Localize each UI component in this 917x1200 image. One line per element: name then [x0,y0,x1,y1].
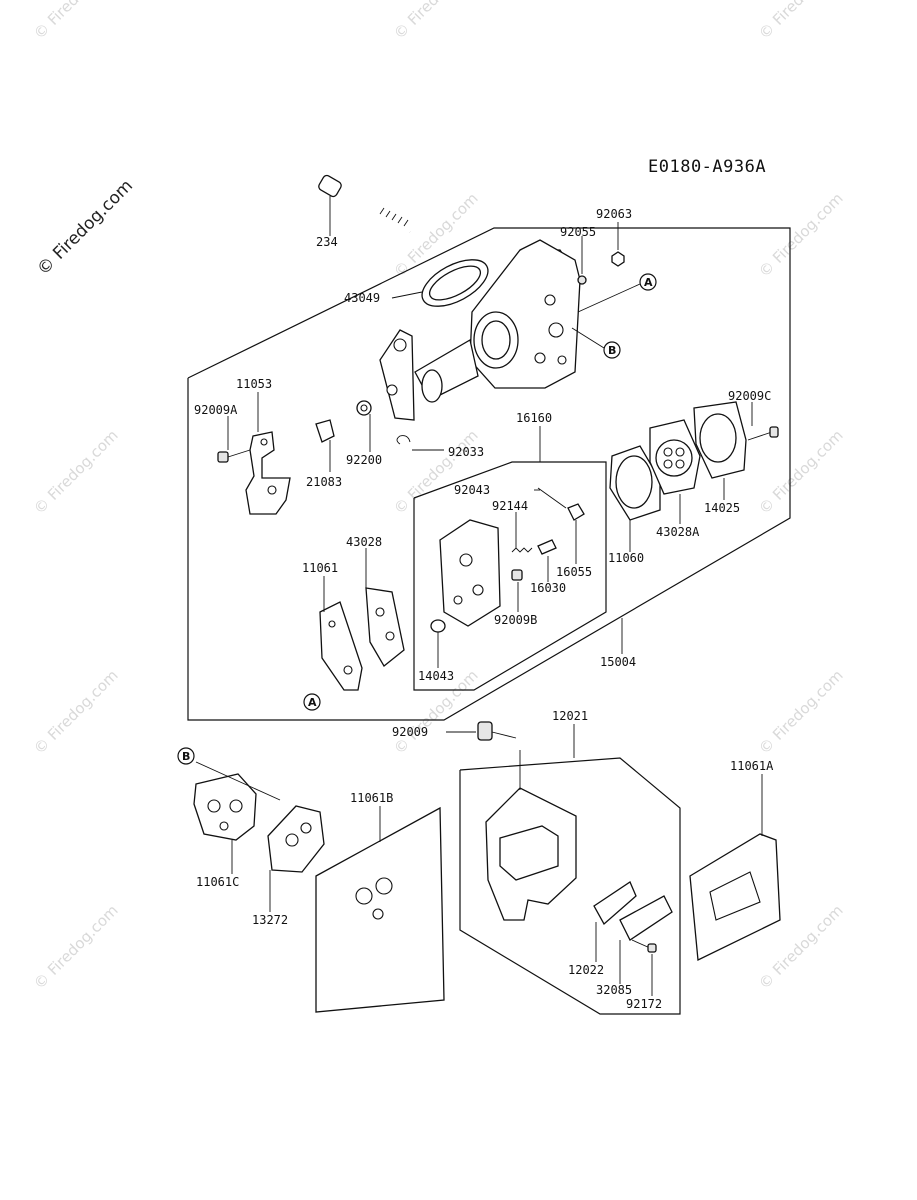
label-12021: 12021 [552,709,588,723]
part-21083[interactable] [315,419,335,443]
cover-14025[interactable] [693,401,747,479]
label-92043: 92043 [454,483,490,497]
label-11061b: 11061B [350,791,393,805]
bolt-234[interactable] [317,174,411,234]
label-16055: 16055 [556,565,592,579]
clip-92033[interactable] [396,435,411,445]
label-32085: 32085 [596,983,632,997]
gasket-11061b[interactable] [315,806,445,1013]
screw-92009c[interactable] [747,426,779,441]
lever-11053[interactable] [245,431,291,515]
heat-insulator-frame [459,757,681,1015]
label-14043: 14043 [418,669,454,683]
plug-92063[interactable] [611,251,625,267]
plate-13272[interactable] [267,805,325,873]
pump-cover-frame [413,461,607,691]
label-92172: 92172 [626,997,662,1011]
gasket-43049[interactable] [415,250,495,316]
screw-92055[interactable] [577,275,587,285]
label-11053: 11053 [236,377,272,391]
plug-14043[interactable] [430,619,446,633]
label-43028a: 43028A [656,525,700,539]
diaphragm-43028a[interactable] [649,419,701,495]
diagram-code: E0180-A936A [648,157,766,177]
svg-text:A: A [644,276,653,289]
label-92063: 92063 [596,207,632,221]
spring-92144[interactable] [511,547,533,553]
part-labels: 234 92063 92055 43049 11053 92009A 92200… [194,207,774,1011]
callout-b-top: B [603,341,621,359]
label-13272: 13272 [252,913,288,927]
carburetor-frame [187,227,791,721]
svg-text:B: B [608,344,616,357]
label-92200: 92200 [346,453,382,467]
screw-92172[interactable] [631,939,657,953]
label-16160: 16160 [516,411,552,425]
label-43049: 43049 [344,291,380,305]
label-92009a: 92009A [194,403,238,417]
svg-text:A: A [308,696,317,709]
label-92009b: 92009B [494,613,537,627]
diaphragm-43028[interactable] [365,587,405,667]
reed-12022[interactable] [593,881,637,926]
gasket-11061a[interactable] [689,833,781,961]
label-92033: 92033 [448,445,484,459]
label-92144: 92144 [492,499,528,513]
label-12022: 12022 [568,963,604,977]
gasket-11061c[interactable] [193,773,257,841]
stopper-32085[interactable] [619,895,673,941]
label-11061a: 11061A [730,759,774,773]
callout-a-bottom: A [303,693,321,711]
label-14025: 14025 [704,501,740,515]
carburetor-body[interactable] [379,239,581,421]
label-15004: 15004 [600,655,636,669]
label-92055: 92055 [560,225,596,239]
callout-b-bottom: B [177,747,195,765]
leader-lines [195,196,763,996]
washer-92200[interactable] [356,400,372,416]
screw-92009b[interactable] [511,569,523,581]
label-21083: 21083 [306,475,342,489]
heat-insulator-12021[interactable] [485,787,577,921]
svg-text:B: B [182,750,190,763]
label-11061: 11061 [302,561,338,575]
needle-92043[interactable] [537,487,567,509]
gasket-11060[interactable] [609,445,661,521]
label-92009c: 92009C [728,389,771,403]
label-234: 234 [316,235,338,249]
label-43028: 43028 [346,535,382,549]
lever-16055[interactable] [567,503,585,521]
label-92009: 92009 [392,725,428,739]
gasket-11061[interactable] [319,601,363,691]
pump-cover-16160[interactable] [439,519,501,627]
screw-92009a[interactable] [217,449,251,463]
needle-16030[interactable] [537,539,557,555]
label-11061c: 11061C [196,875,239,889]
label-11060: 11060 [608,551,644,565]
screw-92009[interactable] [477,721,517,741]
callout-a-top: A [639,273,657,291]
label-16030: 16030 [530,581,566,595]
